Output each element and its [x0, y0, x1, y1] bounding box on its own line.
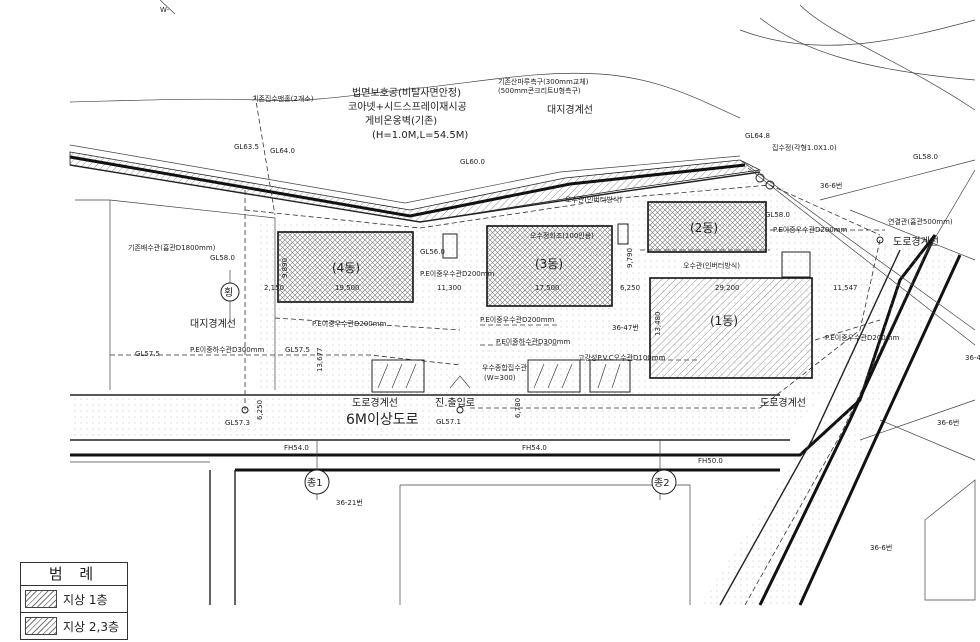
existing-drain-pipe: 기존배수관(흄관D1800mm) [128, 243, 216, 252]
catch-basin-label: 집수정(각형1.0X1.0) [772, 143, 837, 152]
dimension-labels: 2,150 11,300 6,250 11,547 13,677 6,250 6… [256, 284, 858, 420]
connection-pipe-label: 연결관(흄관500mm) [888, 217, 953, 226]
slope-protection-3: 게비온옹벽(기존) [365, 115, 437, 127]
lot-6: 36-6번 [870, 543, 892, 552]
dim-2: 11,300 [437, 284, 462, 292]
section-label-1: 횡 [224, 287, 233, 299]
pipe-4-label: P.E이중우수관D200mm [420, 269, 495, 278]
building-1-label: (1동) [710, 314, 738, 328]
lot-3: 36-21번 [336, 498, 363, 507]
gl-12: GL57.1 [436, 418, 461, 426]
road-boundary-right: 도로경계선 [893, 235, 939, 248]
building-2 [647, 201, 767, 253]
lot-1: 36-6번 [820, 181, 842, 190]
ditch-existing: 기존집수맨홀(2개소) [252, 94, 314, 103]
gl-11: GL57.3 [225, 419, 250, 427]
gl-6: GL58.0 [210, 254, 235, 262]
gl-9: GL57.5 [135, 350, 160, 358]
pipe-right-top: P.E이중우수관D200mm [773, 225, 848, 234]
building-3-width: 17,500 [535, 284, 560, 292]
buildings [277, 201, 813, 379]
annotations: W- 법면보호공(비탈사면안정) 코아넷+시드스프레이재시공 게비온옹벽(기존)… [128, 6, 953, 428]
parking-bays [371, 359, 631, 393]
legend-row-1: 지상 1층 [21, 586, 127, 613]
building-3 [486, 225, 613, 307]
slope-protection-4: (H=1.0M,L=54.5M) [372, 130, 468, 141]
pipe-left-mid: P.E이중우수관D200mm [312, 319, 387, 328]
fh-2: FH54.0 [522, 444, 547, 452]
sewage-pipe-top: 오수관(인버터방식) [565, 195, 622, 204]
legend-item-2: 지상 2,3층 [63, 619, 120, 634]
dim-5: 13,677 [316, 348, 324, 373]
septic-tank-label: 오수정화조(100인용) [530, 231, 594, 240]
lot-5: 36-4 [965, 354, 980, 362]
gl-3: GL60.0 [460, 158, 485, 166]
ditch-2: (500mm콘크리트U형측구) [498, 86, 581, 95]
building-4-depth: 9,890 [281, 258, 289, 278]
entrance-label: 진.출입로 [435, 396, 475, 409]
hatch-swatch-2 [25, 617, 57, 635]
building-3-depth: 9,790 [626, 248, 634, 268]
building-3-label: (3동) [535, 257, 563, 271]
pipe-sewer-center: P.E이중하수관D300mm [496, 337, 571, 346]
building-1 [649, 277, 813, 379]
stair-core [442, 233, 458, 259]
road-boundary-bottom-right: 도로경계선 [760, 396, 806, 409]
fh-3: FH50.0 [698, 457, 723, 465]
building-2-label: (2동) [690, 221, 718, 235]
gl-4: GL64.8 [745, 132, 770, 140]
pipe-left-main: P.E이중하수관D300mm [190, 345, 265, 354]
building-1-width: 29,200 [715, 284, 740, 292]
gl-8: GL58.0 [765, 211, 790, 219]
dim-7: 6,780 [514, 398, 522, 418]
top-edge-label: W- [160, 6, 170, 14]
fh-1: FH54.0 [284, 444, 309, 452]
gl-2: GL64.0 [270, 147, 295, 155]
hatch-swatch-1 [25, 590, 57, 608]
pipe-right-mid: P.E이중우수관D200mm [825, 333, 900, 342]
section-label-2: 종1 [307, 477, 323, 489]
pipe-pvc: 고강성P.V.C오수관D100mm [578, 353, 666, 362]
building-4 [277, 231, 414, 303]
slope-protection-2: 코아넷+시드스프레이재시공 [348, 101, 467, 113]
terrain-contours [69, 0, 976, 601]
building-4-width: 19,500 [335, 284, 360, 292]
dim-6: 6,250 [256, 400, 264, 420]
pipe-center: P.E이중우수관D200mm [480, 315, 555, 324]
gl-10: GL57.5 [285, 346, 310, 354]
legend-box: 범 례 지상 1층 지상 2,3층 [20, 562, 128, 640]
dim-3: 6,250 [620, 284, 640, 292]
road-boundary-bottom: 도로경계선 [352, 396, 398, 409]
wide-ditch-label: 우수종합집수관 [482, 363, 528, 372]
gl-1: GL63.5 [234, 143, 259, 151]
wide-ditch-width: (W=300) [484, 374, 516, 382]
slope-protection-1: 법면보호공(비탈사면안정) [352, 86, 461, 99]
ditch-1: 기존산마루측구(300mm교체) [498, 77, 589, 86]
section-label-3: 종2 [654, 477, 670, 489]
site-boundary-top: 대지경계선 [547, 103, 593, 116]
road-6m-label: 6M이상도로 [346, 412, 419, 428]
section-markers: 횡 종1 종2 [220, 270, 677, 500]
lot-2: 36-47번 [612, 323, 639, 332]
dim-1: 2,150 [264, 284, 284, 292]
diagonal-road [700, 159, 976, 606]
ground-levels: GL63.5 GL64.0 GL60.0 GL64.8 GL58.0 GL58.… [135, 132, 980, 552]
sewage-pipe-mid: 오수관(인버터방식) [683, 261, 740, 270]
septic-tank-box [617, 223, 629, 245]
legend-item-1: 지상 1층 [63, 592, 108, 607]
building-4-label: (4동) [332, 261, 360, 275]
annex-box [781, 251, 811, 278]
gl-7: GL56.0 [420, 248, 445, 256]
legend-row-2: 지상 2,3층 [21, 613, 127, 639]
lot-4: 36-6번 [937, 418, 959, 427]
dim-4: 11,547 [833, 284, 858, 292]
gl-5: GL58.0 [913, 153, 938, 161]
site-boundary-left: 대지경계선 [190, 317, 236, 330]
legend-title: 범 례 [21, 563, 127, 586]
building-1-depth: 13,480 [654, 312, 662, 337]
building-labels: (4동) (3동) (2동) (1동) 19,500 17,500 29,200… [281, 221, 740, 336]
